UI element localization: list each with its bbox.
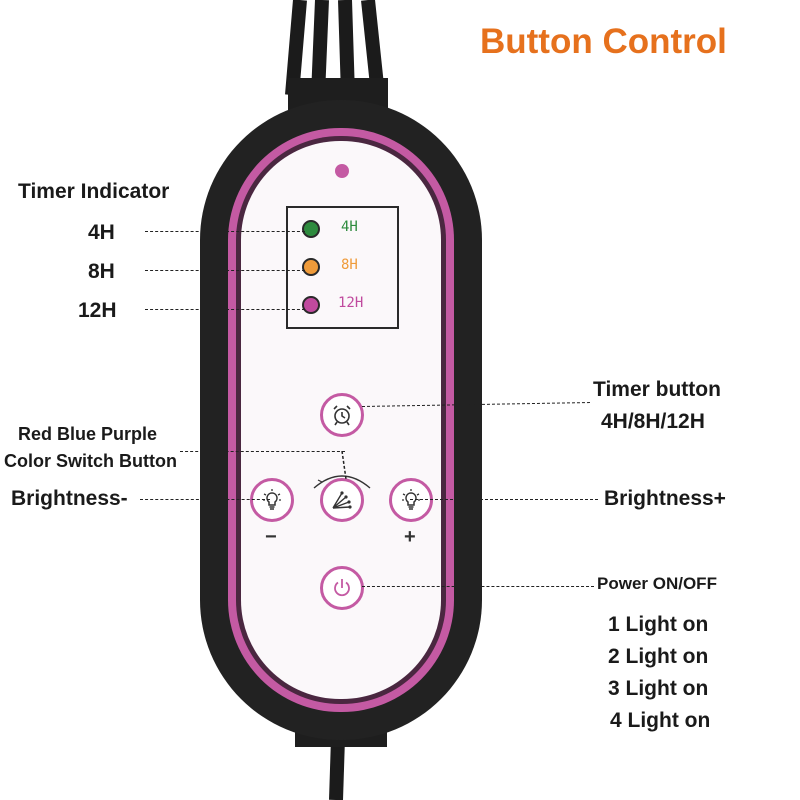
led-8h bbox=[302, 258, 320, 276]
color-switch-label-2: Color Switch Button bbox=[4, 451, 177, 471]
color-switch-arc bbox=[313, 475, 371, 489]
lightbulb-icon bbox=[263, 489, 281, 510]
brightness-down-label: Brightness- bbox=[11, 487, 128, 510]
status-dot bbox=[335, 164, 349, 178]
lightbulb-icon bbox=[402, 489, 420, 510]
timer-button-label: Timer button bbox=[593, 378, 721, 401]
timer-8h-label: 8H bbox=[88, 260, 115, 283]
bottom-cable bbox=[329, 737, 345, 800]
timer-button-modes: 4H/8H/12H bbox=[601, 410, 705, 433]
power-icon bbox=[334, 579, 350, 597]
led-label-12h: 12H bbox=[338, 295, 364, 311]
leader-brightness-down bbox=[140, 499, 270, 500]
brightness-up-button[interactable] bbox=[389, 478, 433, 522]
minus-sign: − bbox=[265, 526, 277, 548]
led-legend-box bbox=[286, 206, 399, 329]
timer-indicator-label: Timer Indicator bbox=[18, 180, 170, 203]
led-4h bbox=[302, 220, 320, 238]
light-mode-1: 1 Light on bbox=[608, 613, 709, 636]
top-cables bbox=[285, 0, 385, 96]
light-mode-3: 3 Light on bbox=[608, 677, 709, 700]
leader-color-switch-drop bbox=[341, 451, 347, 480]
color-rays-icon bbox=[332, 491, 352, 509]
leader-color-switch bbox=[180, 451, 345, 452]
timer-4h-label: 4H bbox=[88, 221, 115, 244]
leader-12h bbox=[145, 309, 305, 310]
timer-button[interactable] bbox=[320, 393, 364, 437]
led-label-8h: 8H bbox=[341, 257, 358, 273]
leader-power bbox=[362, 586, 594, 587]
led-12h bbox=[302, 296, 320, 314]
color-switch-label-1: Red Blue Purple bbox=[18, 424, 158, 444]
leader-8h bbox=[145, 270, 305, 271]
plus-sign: + bbox=[404, 526, 416, 548]
power-label: Power ON/OFF bbox=[597, 574, 717, 593]
led-label-4h: 4H bbox=[341, 219, 358, 235]
light-mode-4: 4 Light on bbox=[610, 709, 711, 732]
brightness-up-label: Brightness+ bbox=[604, 487, 726, 510]
page-title: Button Control bbox=[480, 22, 727, 61]
alarm-clock-icon bbox=[333, 405, 351, 426]
light-mode-2: 2 Light on bbox=[608, 645, 709, 668]
leader-4h bbox=[145, 231, 305, 232]
power-button[interactable] bbox=[320, 566, 364, 610]
brightness-down-button[interactable] bbox=[250, 478, 294, 522]
color-switch-button[interactable] bbox=[320, 478, 364, 522]
timer-12h-label: 12H bbox=[78, 299, 117, 322]
leader-brightness-up bbox=[410, 499, 598, 500]
